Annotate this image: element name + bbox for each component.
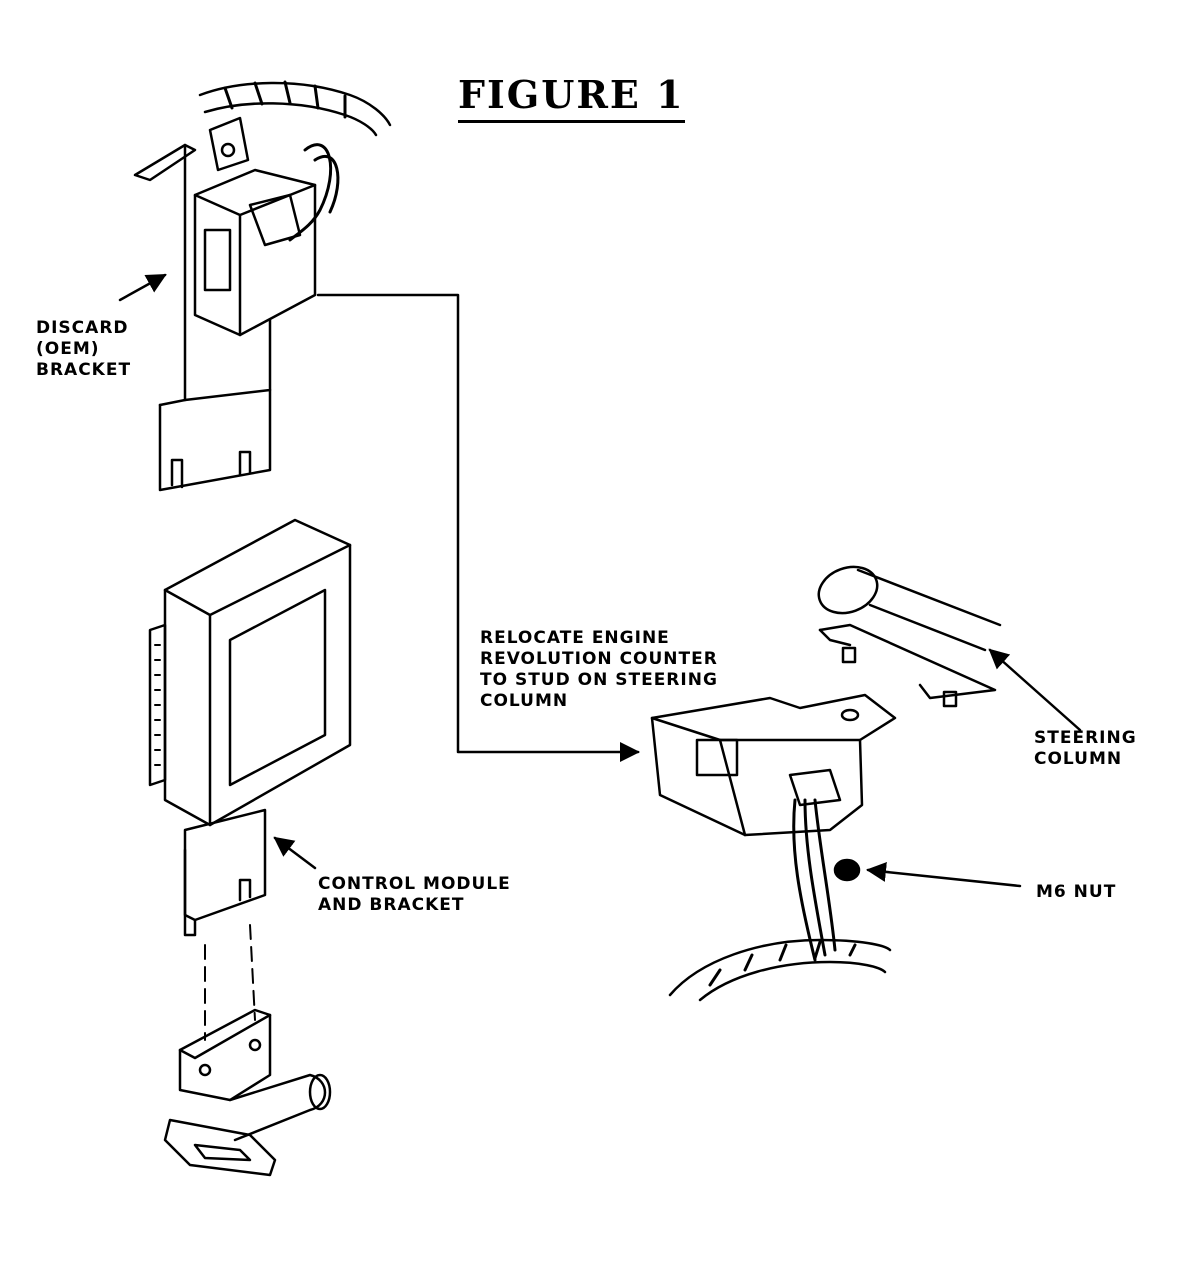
engine-revolution-counter-relocated — [650, 693, 897, 837]
control-label-line-2: AND BRACKET — [318, 895, 465, 915]
m6-nut-arrow — [866, 861, 1022, 888]
steering-column-arrow — [988, 648, 1082, 732]
discard-label-line-1: DISCARD — [36, 318, 129, 338]
discard-label-line-2: (OEM) — [36, 339, 100, 359]
relocate-label-line-3: TO STUD ON STEERING — [480, 670, 718, 690]
relocation-leader-line — [316, 293, 640, 762]
discard-label-line-3: BRACKET — [36, 360, 132, 380]
relocate-label-line-1: RELOCATE ENGINE — [480, 628, 670, 648]
relocate-counter-label: RELOCATE ENGINE REVOLUTION COUNTER TO ST… — [480, 628, 718, 712]
module-bracket — [183, 808, 267, 937]
control-module — [148, 518, 352, 827]
relocate-label-line-4: COLUMN — [480, 691, 569, 711]
control-module-arrow — [273, 836, 317, 870]
engine-revolution-counter-original — [193, 116, 340, 337]
steering-column-label: STEERING COLUMN — [1034, 728, 1137, 770]
lower-wire-harness — [668, 798, 892, 1002]
discard-arrow — [118, 273, 167, 302]
alignment-dashes — [204, 924, 256, 1041]
upper-wire-harness — [198, 80, 392, 137]
oem-bracket — [133, 143, 272, 492]
lower-mount-plate — [163, 1008, 332, 1177]
steering-label-line-2: COLUMN — [1034, 749, 1123, 769]
discard-bracket-label: DISCARD (OEM) BRACKET — [36, 318, 131, 381]
control-module-label: CONTROL MODULE AND BRACKET — [318, 874, 511, 916]
steering-column — [817, 565, 1002, 708]
relocate-label-line-2: REVOLUTION COUNTER — [480, 649, 718, 669]
figure-title: FIGURE 1 — [458, 74, 685, 123]
m6-nut-label: M6 NUT — [1036, 882, 1117, 902]
steering-label-line-1: STEERING — [1034, 728, 1137, 748]
control-label-line-1: CONTROL MODULE — [318, 874, 511, 894]
